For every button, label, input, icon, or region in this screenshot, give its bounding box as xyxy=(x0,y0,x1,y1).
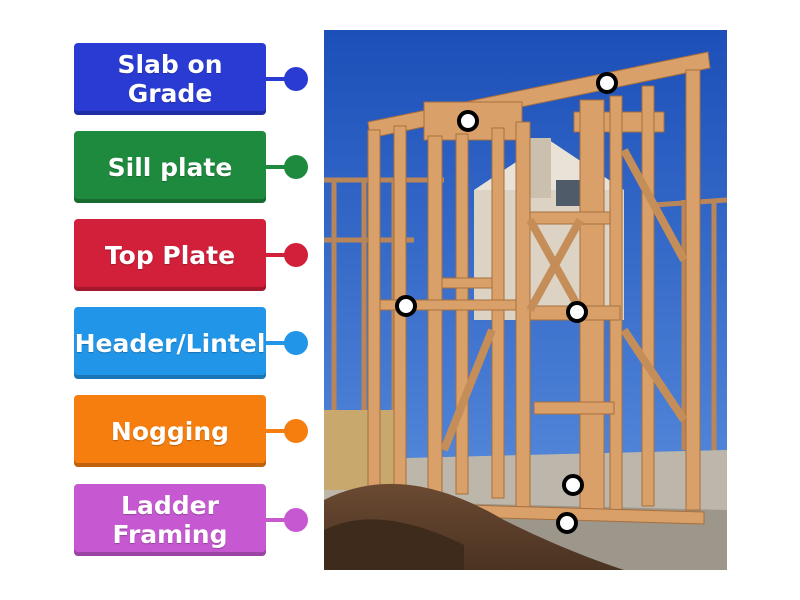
connector-line xyxy=(266,518,288,522)
label-text: Ladder Framing xyxy=(112,491,228,549)
label-text: Header/Lintel xyxy=(74,328,266,358)
connector-line xyxy=(266,253,288,257)
hotspot-slab[interactable] xyxy=(556,512,578,534)
connector-knob[interactable] xyxy=(284,243,308,267)
connector-line xyxy=(266,77,288,81)
label-text: Top Plate xyxy=(104,240,236,270)
connector-knob[interactable] xyxy=(284,331,308,355)
hotspot-header[interactable] xyxy=(457,110,479,132)
connector-knob[interactable] xyxy=(284,419,308,443)
connector-knob[interactable] xyxy=(284,508,308,532)
label-text: Sill plate xyxy=(107,152,233,182)
connector-line xyxy=(266,341,288,345)
connector-knob[interactable] xyxy=(284,67,308,91)
hotspot-nogging[interactable] xyxy=(566,301,588,323)
label-text: Slab on Grade xyxy=(117,50,223,108)
hotspot-top-plate[interactable] xyxy=(596,72,618,94)
label-nogging[interactable]: Nogging xyxy=(74,395,266,467)
connector-knob[interactable] xyxy=(284,155,308,179)
label-slab-on-grade[interactable]: Slab on Grade xyxy=(74,43,266,115)
label-top-plate[interactable]: Top Plate xyxy=(74,219,266,291)
hotspot-sill-plate[interactable] xyxy=(562,474,584,496)
label-text: Nogging xyxy=(110,416,230,446)
framing-photo xyxy=(324,30,727,570)
hotspot-ladder-framing[interactable] xyxy=(395,295,417,317)
framing-illustration xyxy=(324,30,727,570)
label-header-lintel[interactable]: Header/Lintel xyxy=(74,307,266,379)
connector-line xyxy=(266,429,288,433)
label-ladder-framing[interactable]: Ladder Framing xyxy=(74,484,266,556)
label-sill-plate[interactable]: Sill plate xyxy=(74,131,266,203)
connector-line xyxy=(266,165,288,169)
